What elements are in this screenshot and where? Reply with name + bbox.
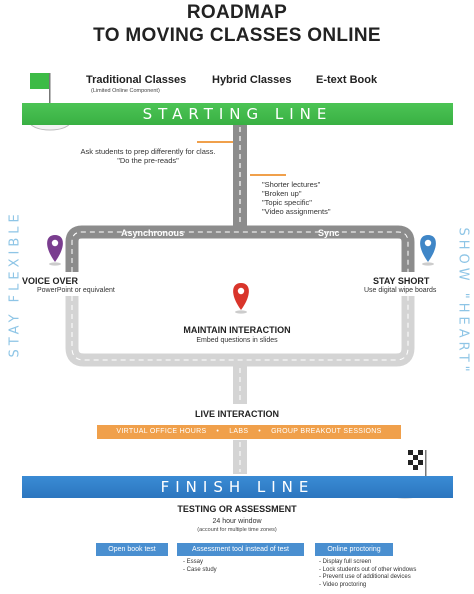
proctor-bullet-4: - Video proctoring — [319, 581, 367, 588]
course-traditional: Traditional Classes — [86, 74, 187, 86]
open-book-test-button: Open book test — [96, 543, 168, 556]
course-traditional-sub: (Limited Online Component) — [91, 88, 160, 94]
prep-note-line1: Ask students to prep differently for cla… — [80, 147, 216, 156]
road-label-async: Asynchronous — [121, 228, 185, 238]
testing-window: 24 hour window — [212, 518, 262, 525]
proctor-bullet-3: - Prevent use of additional devices — [319, 574, 411, 580]
tool-bullet-case-study: - Case study — [183, 566, 217, 573]
live-options-bar: VIRTUAL OFFICE HOURS • LABS • GROUP BREA… — [97, 425, 401, 439]
live-item-office-hours: VIRTUAL OFFICE HOURS — [116, 428, 207, 435]
finish-line-bar: FINISH LINE — [22, 476, 453, 498]
live-item-breakout: GROUP BREAKOUT SESSIONS — [271, 428, 382, 435]
prep-note-line2: "Do the pre-reads" — [117, 156, 179, 165]
prep-note: Ask students to prep differently for cla… — [63, 147, 233, 165]
purple-pin-icon — [47, 235, 63, 266]
starting-line-bar: STARTING LINE — [22, 103, 453, 125]
lecture-note-3: "Topic specific" — [262, 198, 312, 207]
course-etext: E-text Book — [316, 74, 378, 86]
testing-title: TESTING OR ASSESSMENT — [177, 504, 297, 514]
side-text-right: SHOW "HEART" — [455, 227, 471, 376]
lecture-notes: "Shorter lectures" "Broken up" "Topic sp… — [262, 180, 331, 216]
lecture-note-2: "Broken up" — [262, 189, 302, 198]
assessment-tool-button: Assessment tool instead of test — [177, 543, 304, 556]
stay-short-title: STAY SHORT — [373, 276, 430, 286]
title-line-2: TO MOVING CLASSES ONLINE — [93, 25, 381, 46]
tool-bullets: - Essay - Case study — [183, 559, 217, 574]
voice-over-sub: PowerPoint or equivalent — [37, 287, 115, 294]
road-label-sync: Sync — [318, 228, 340, 238]
separator: • — [258, 428, 262, 435]
testing-window-sub: (account for multiple time zones) — [197, 527, 277, 533]
proctor-bullets: - Display full screen - Lock students ou… — [319, 559, 416, 589]
blue-pin-icon — [420, 235, 436, 266]
online-proctoring-button: Online proctoring — [315, 543, 393, 556]
title-line-1: ROADMAP — [186, 2, 288, 23]
red-pin-icon — [233, 283, 249, 314]
side-text-left: STAY FLEXIBLE — [7, 210, 23, 358]
proctor-bullet-1: - Display full screen — [319, 559, 372, 565]
lecture-note-4: "Video assignments" — [262, 207, 331, 216]
stay-short-sub: Use digital wipe boards — [364, 287, 437, 294]
voice-over-title: VOICE OVER — [22, 276, 79, 286]
tool-bullet-essay: - Essay — [183, 559, 204, 565]
live-item-labs: LABS — [229, 428, 249, 435]
course-hybrid: Hybrid Classes — [212, 74, 292, 86]
proctor-bullet-2: - Lock students out of other windows — [319, 566, 417, 573]
live-title: LIVE INTERACTION — [194, 409, 279, 419]
maintain-title: MAINTAIN INTERACTION — [183, 325, 291, 335]
separator: • — [216, 428, 220, 435]
lecture-note-1: "Shorter lectures" — [262, 180, 321, 189]
maintain-sub: Embed questions in slides — [196, 337, 278, 344]
